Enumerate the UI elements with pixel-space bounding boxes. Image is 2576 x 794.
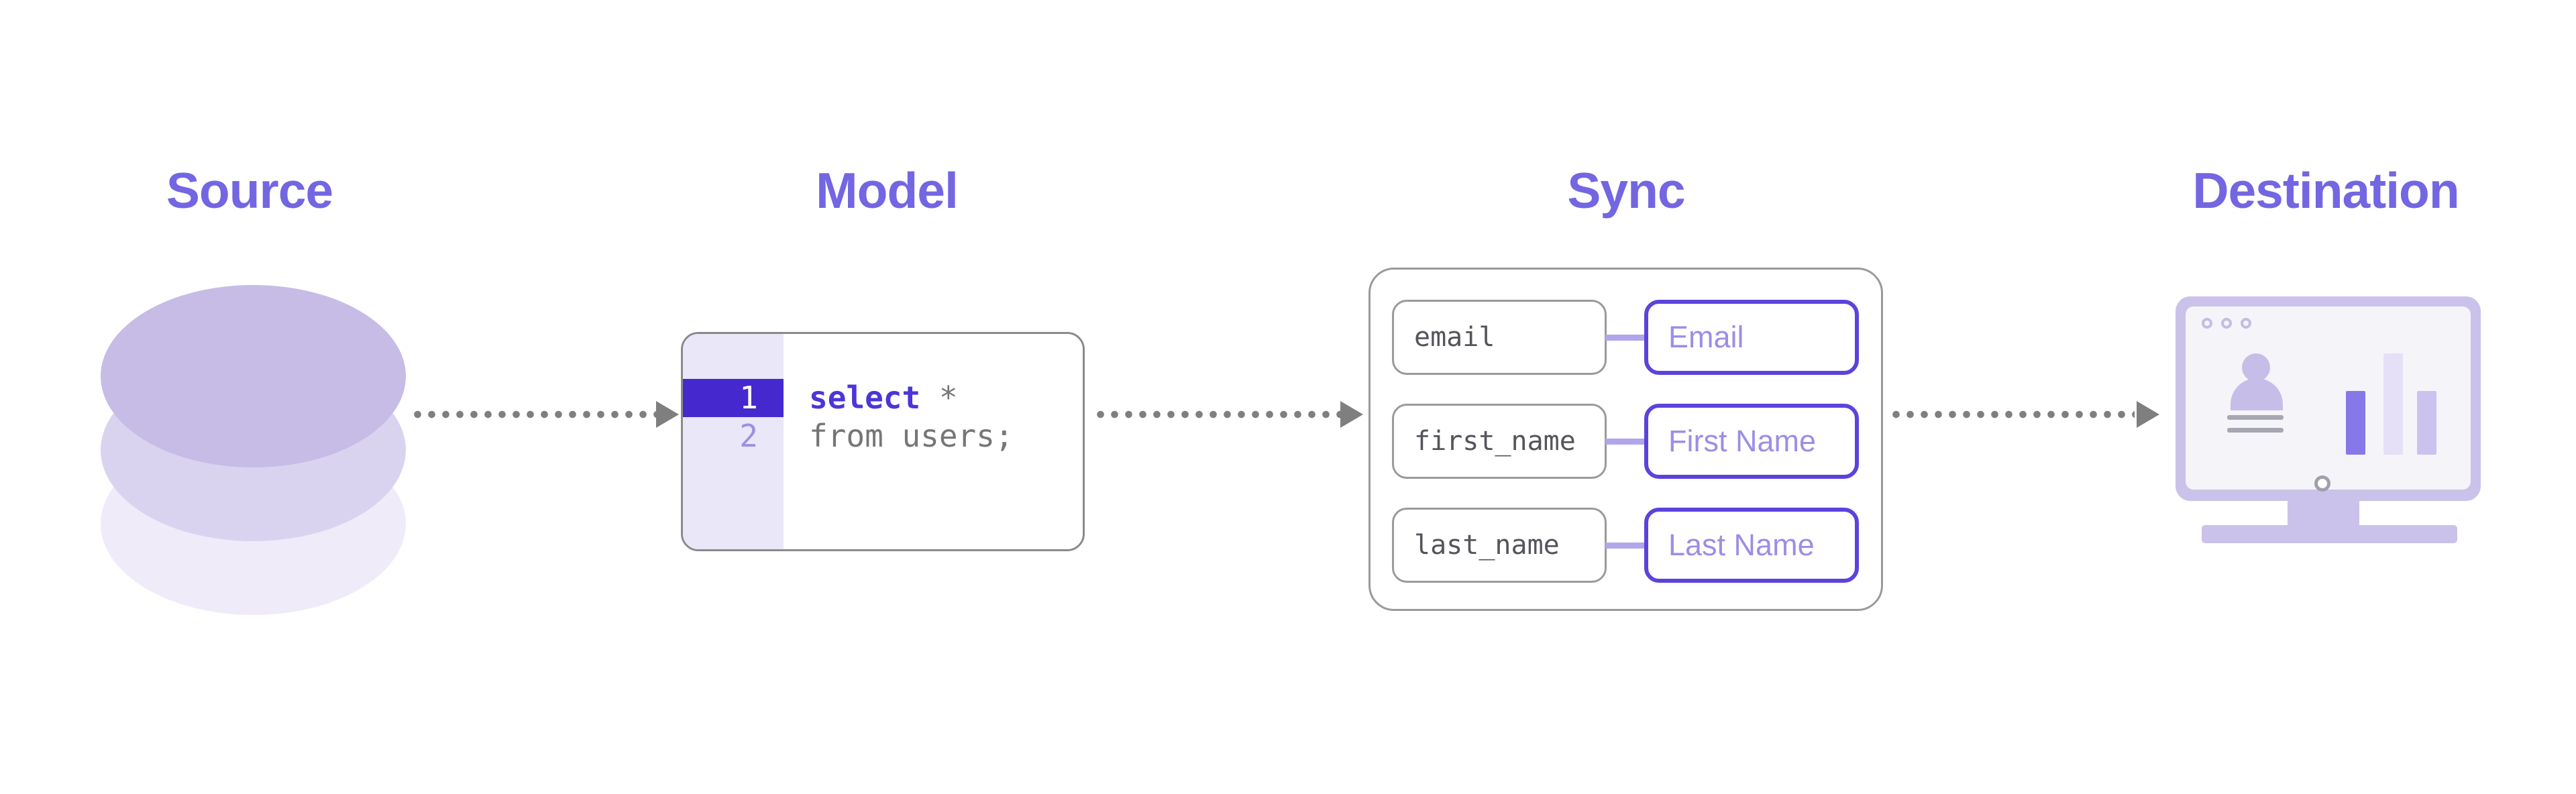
monitor-button-icon bbox=[2314, 475, 2330, 492]
model-stage-title: Model bbox=[816, 162, 959, 219]
arrowhead-right-icon bbox=[656, 401, 679, 428]
editor-line1-highlight bbox=[683, 379, 784, 417]
field-mapping-box: email Email first_name First Name last_n… bbox=[1368, 268, 1883, 611]
dotted-line bbox=[411, 410, 656, 418]
sql-line1-rest: * bbox=[920, 380, 958, 416]
code-line-1: select * bbox=[809, 379, 958, 417]
mapping-row-last-name: last_name Last Name bbox=[1371, 508, 1881, 583]
destination-field-pill: Email bbox=[1644, 300, 1859, 375]
code-line-2: from users; bbox=[809, 418, 1014, 454]
text-placeholder-line bbox=[2227, 415, 2284, 420]
source-stage-title: Source bbox=[166, 162, 333, 219]
mapping-row-email: email Email bbox=[1371, 300, 1881, 375]
dotted-line bbox=[1889, 410, 2135, 418]
monitor-stand-neck bbox=[2288, 501, 2359, 525]
mapping-connector-line bbox=[1605, 543, 1646, 549]
destination-field-pill: Last Name bbox=[1644, 508, 1859, 583]
monitor-stand-base bbox=[2202, 525, 2457, 543]
arrowhead-right-icon bbox=[1340, 401, 1363, 428]
source-field-pill: email bbox=[1392, 300, 1607, 375]
bar-chart-bar-1 bbox=[2346, 391, 2365, 455]
mapping-connector-line bbox=[1605, 439, 1646, 445]
mapping-row-first-name: first_name First Name bbox=[1371, 404, 1881, 479]
window-control-dot-icon bbox=[2202, 318, 2212, 329]
bar-chart-bar-2 bbox=[2383, 353, 2403, 455]
database-icon bbox=[101, 285, 406, 615]
monitor-dashboard-icon bbox=[2176, 296, 2481, 543]
window-control-dot-icon bbox=[2221, 318, 2232, 329]
arrowhead-right-icon bbox=[2137, 401, 2159, 428]
source-field-pill: first_name bbox=[1392, 404, 1607, 479]
user-avatar-head-icon bbox=[2242, 353, 2270, 382]
destination-field-pill: First Name bbox=[1644, 404, 1859, 479]
dotted-line bbox=[1093, 410, 1340, 418]
text-placeholder-line bbox=[2227, 428, 2284, 433]
window-control-dot-icon bbox=[2241, 318, 2251, 329]
sql-keyword: select bbox=[809, 380, 921, 416]
source-field-pill: last_name bbox=[1392, 508, 1607, 583]
bar-chart-bar-3 bbox=[2417, 391, 2436, 455]
line-number-2: 2 bbox=[739, 418, 758, 454]
database-disk-top bbox=[101, 285, 406, 467]
user-avatar-shoulders-icon bbox=[2231, 378, 2283, 410]
line-number-1: 1 bbox=[739, 380, 758, 416]
monitor-screen bbox=[2186, 306, 2471, 490]
mapping-connector-line bbox=[1605, 335, 1646, 341]
sql-editor-box: 1 2 select * from users; bbox=[681, 332, 1085, 551]
editor-gutter bbox=[683, 334, 784, 549]
destination-stage-title: Destination bbox=[2192, 162, 2459, 219]
sync-stage-title: Sync bbox=[1567, 162, 1685, 219]
